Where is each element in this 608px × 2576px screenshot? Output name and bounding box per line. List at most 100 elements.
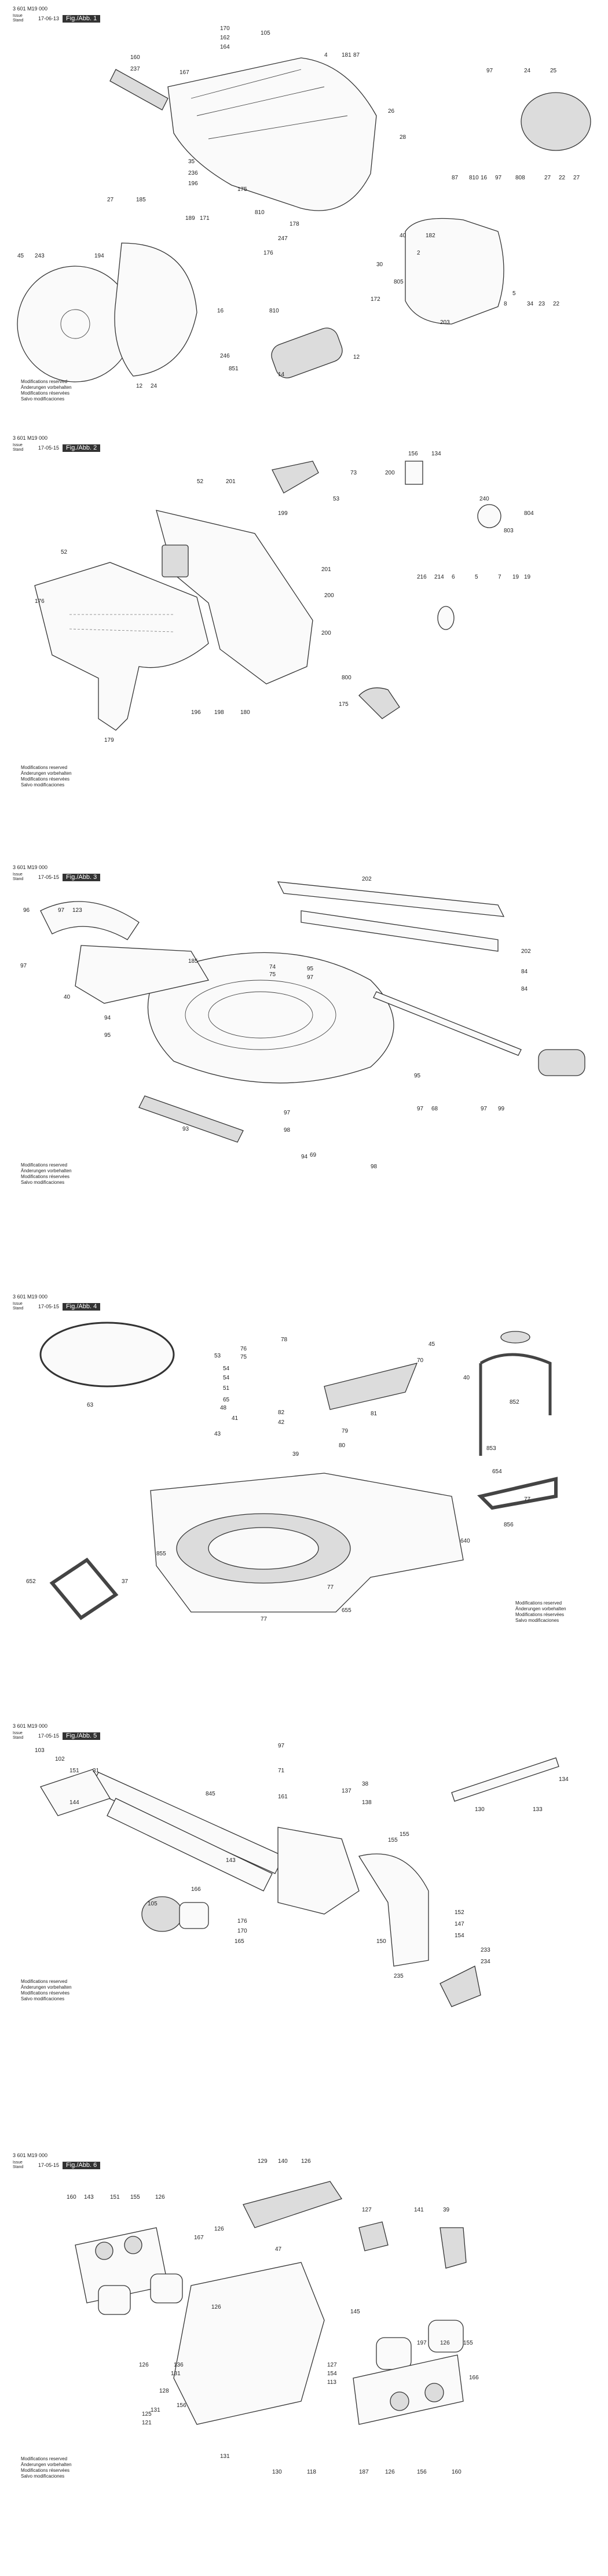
part-label: 160 (67, 2194, 76, 2200)
part-label: 154 (455, 1933, 464, 1939)
part-label: 126 (214, 2226, 224, 2232)
part-label: 34 (527, 301, 534, 307)
part-label: 194 (94, 253, 104, 259)
part-label: 143 (226, 1857, 236, 1864)
part-label: 8 (504, 301, 507, 307)
part-label: 31 (93, 1768, 100, 1774)
figure-title: Fig./Abb. 2 (63, 444, 101, 452)
upper-blade-guard (167, 57, 377, 211)
part-label: 161 (278, 1794, 288, 1800)
part-label: 97 (307, 974, 314, 981)
document-number: 3 601 M19 000 (13, 1294, 48, 1300)
part-label: 5 (512, 290, 516, 297)
part-label: 77 (327, 1584, 334, 1591)
part-label: 27 (573, 175, 580, 181)
part-label: 198 (214, 709, 224, 716)
part-label: 202 (362, 876, 372, 882)
part-label: 14 (278, 371, 285, 378)
part-label: 165 (235, 1938, 244, 1945)
part-label: 127 (327, 2362, 337, 2368)
carriage-body (173, 2262, 325, 2425)
part-label: 35 (188, 159, 195, 165)
part-label: 121 (142, 2420, 152, 2426)
part-label: 170 (220, 25, 230, 32)
part-label: 52 (61, 549, 68, 555)
part-label: 95 (104, 1032, 111, 1039)
part-label: 203 (440, 319, 450, 326)
part-label: 196 (191, 709, 201, 716)
part-label: 126 (440, 2340, 450, 2346)
part-label: 235 (394, 1973, 404, 1979)
part-label: 214 (434, 574, 444, 580)
part-label: 51 (223, 1385, 230, 1392)
carriage-handle (243, 2181, 343, 2228)
part-label: 102 (55, 1756, 65, 1762)
issue-date: 17-06-13 (38, 15, 60, 21)
stop-wire (49, 1558, 119, 1620)
locking-knob (538, 1049, 585, 1076)
part-label: 160 (452, 2469, 462, 2475)
guide-rail-lower (301, 910, 499, 952)
part-label: 138 (362, 1799, 372, 1806)
part-label: 74 (269, 964, 276, 970)
part-label: 855 (156, 1551, 166, 1557)
part-label: 810 (255, 209, 265, 216)
part-label: 52 (197, 479, 204, 485)
part-label: 87 (452, 175, 459, 181)
part-label: 808 (515, 175, 525, 181)
switch-lever (272, 461, 319, 494)
part-label: 187 (359, 2469, 369, 2475)
part-label: 856 (504, 1522, 514, 1528)
part-label: 93 (182, 1126, 189, 1132)
part-label: 22 (559, 175, 566, 181)
part-label: 196 (188, 181, 198, 187)
part-label: 53 (333, 496, 340, 502)
figure-title: Fig./Abb. 3 (63, 873, 101, 881)
issue-date: 17-05-15 (38, 874, 60, 880)
part-label: 40 (463, 1375, 470, 1381)
angle-lever (439, 1966, 481, 2007)
part-label: 853 (486, 1445, 496, 1452)
exploded-view-drawing-5: 103 102 151 31 97 71 144 845 161 137 38 … (35, 1743, 569, 2007)
locking-rod (451, 1757, 559, 1802)
part-label: 69 (310, 1152, 317, 1158)
part-label: 140 (278, 2158, 288, 2165)
part-label: 103 (35, 1747, 45, 1754)
part-label: 810 (269, 308, 279, 314)
document-number: 3 601 M19 000 (13, 1723, 48, 1729)
part-label: 94 (104, 1015, 111, 1021)
tilt-arm (277, 1827, 360, 1915)
handle-half-left (34, 562, 209, 731)
part-label: 40 (400, 233, 406, 239)
figure-title: Fig./Abb. 5 (63, 1732, 101, 1740)
support-wire (477, 1477, 558, 1510)
part-label: 176 (237, 1918, 247, 1924)
brush-holder (477, 504, 501, 528)
part-label: 151 (69, 1768, 79, 1774)
part-label: 2 (417, 250, 420, 256)
part-label: 113 (327, 2379, 336, 2386)
part-label: 179 (104, 737, 114, 744)
armature (271, 327, 343, 378)
ball-bearing (437, 606, 455, 630)
part-label: 155 (400, 1831, 409, 1838)
part-label: 131 (171, 2371, 181, 2377)
clamp-knob (500, 1331, 530, 1344)
part-label: 845 (206, 1791, 215, 1797)
part-label: 95 (307, 966, 314, 972)
part-label: 97 (20, 963, 27, 969)
part-label: 175 (339, 701, 349, 708)
part-label: 105 (148, 1901, 158, 1907)
part-label: 176 (263, 250, 273, 256)
part-label: 852 (510, 1399, 519, 1405)
part-label: 189 (185, 215, 195, 222)
part-label: 5 (475, 574, 478, 580)
cable-clamp (405, 461, 423, 485)
